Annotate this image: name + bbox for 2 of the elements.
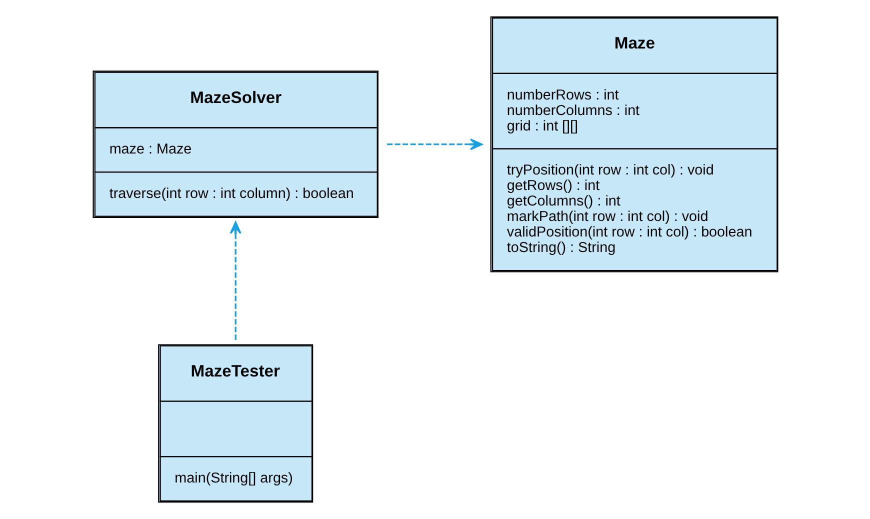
arrow xyxy=(229,221,241,340)
arrow xyxy=(386,138,482,150)
